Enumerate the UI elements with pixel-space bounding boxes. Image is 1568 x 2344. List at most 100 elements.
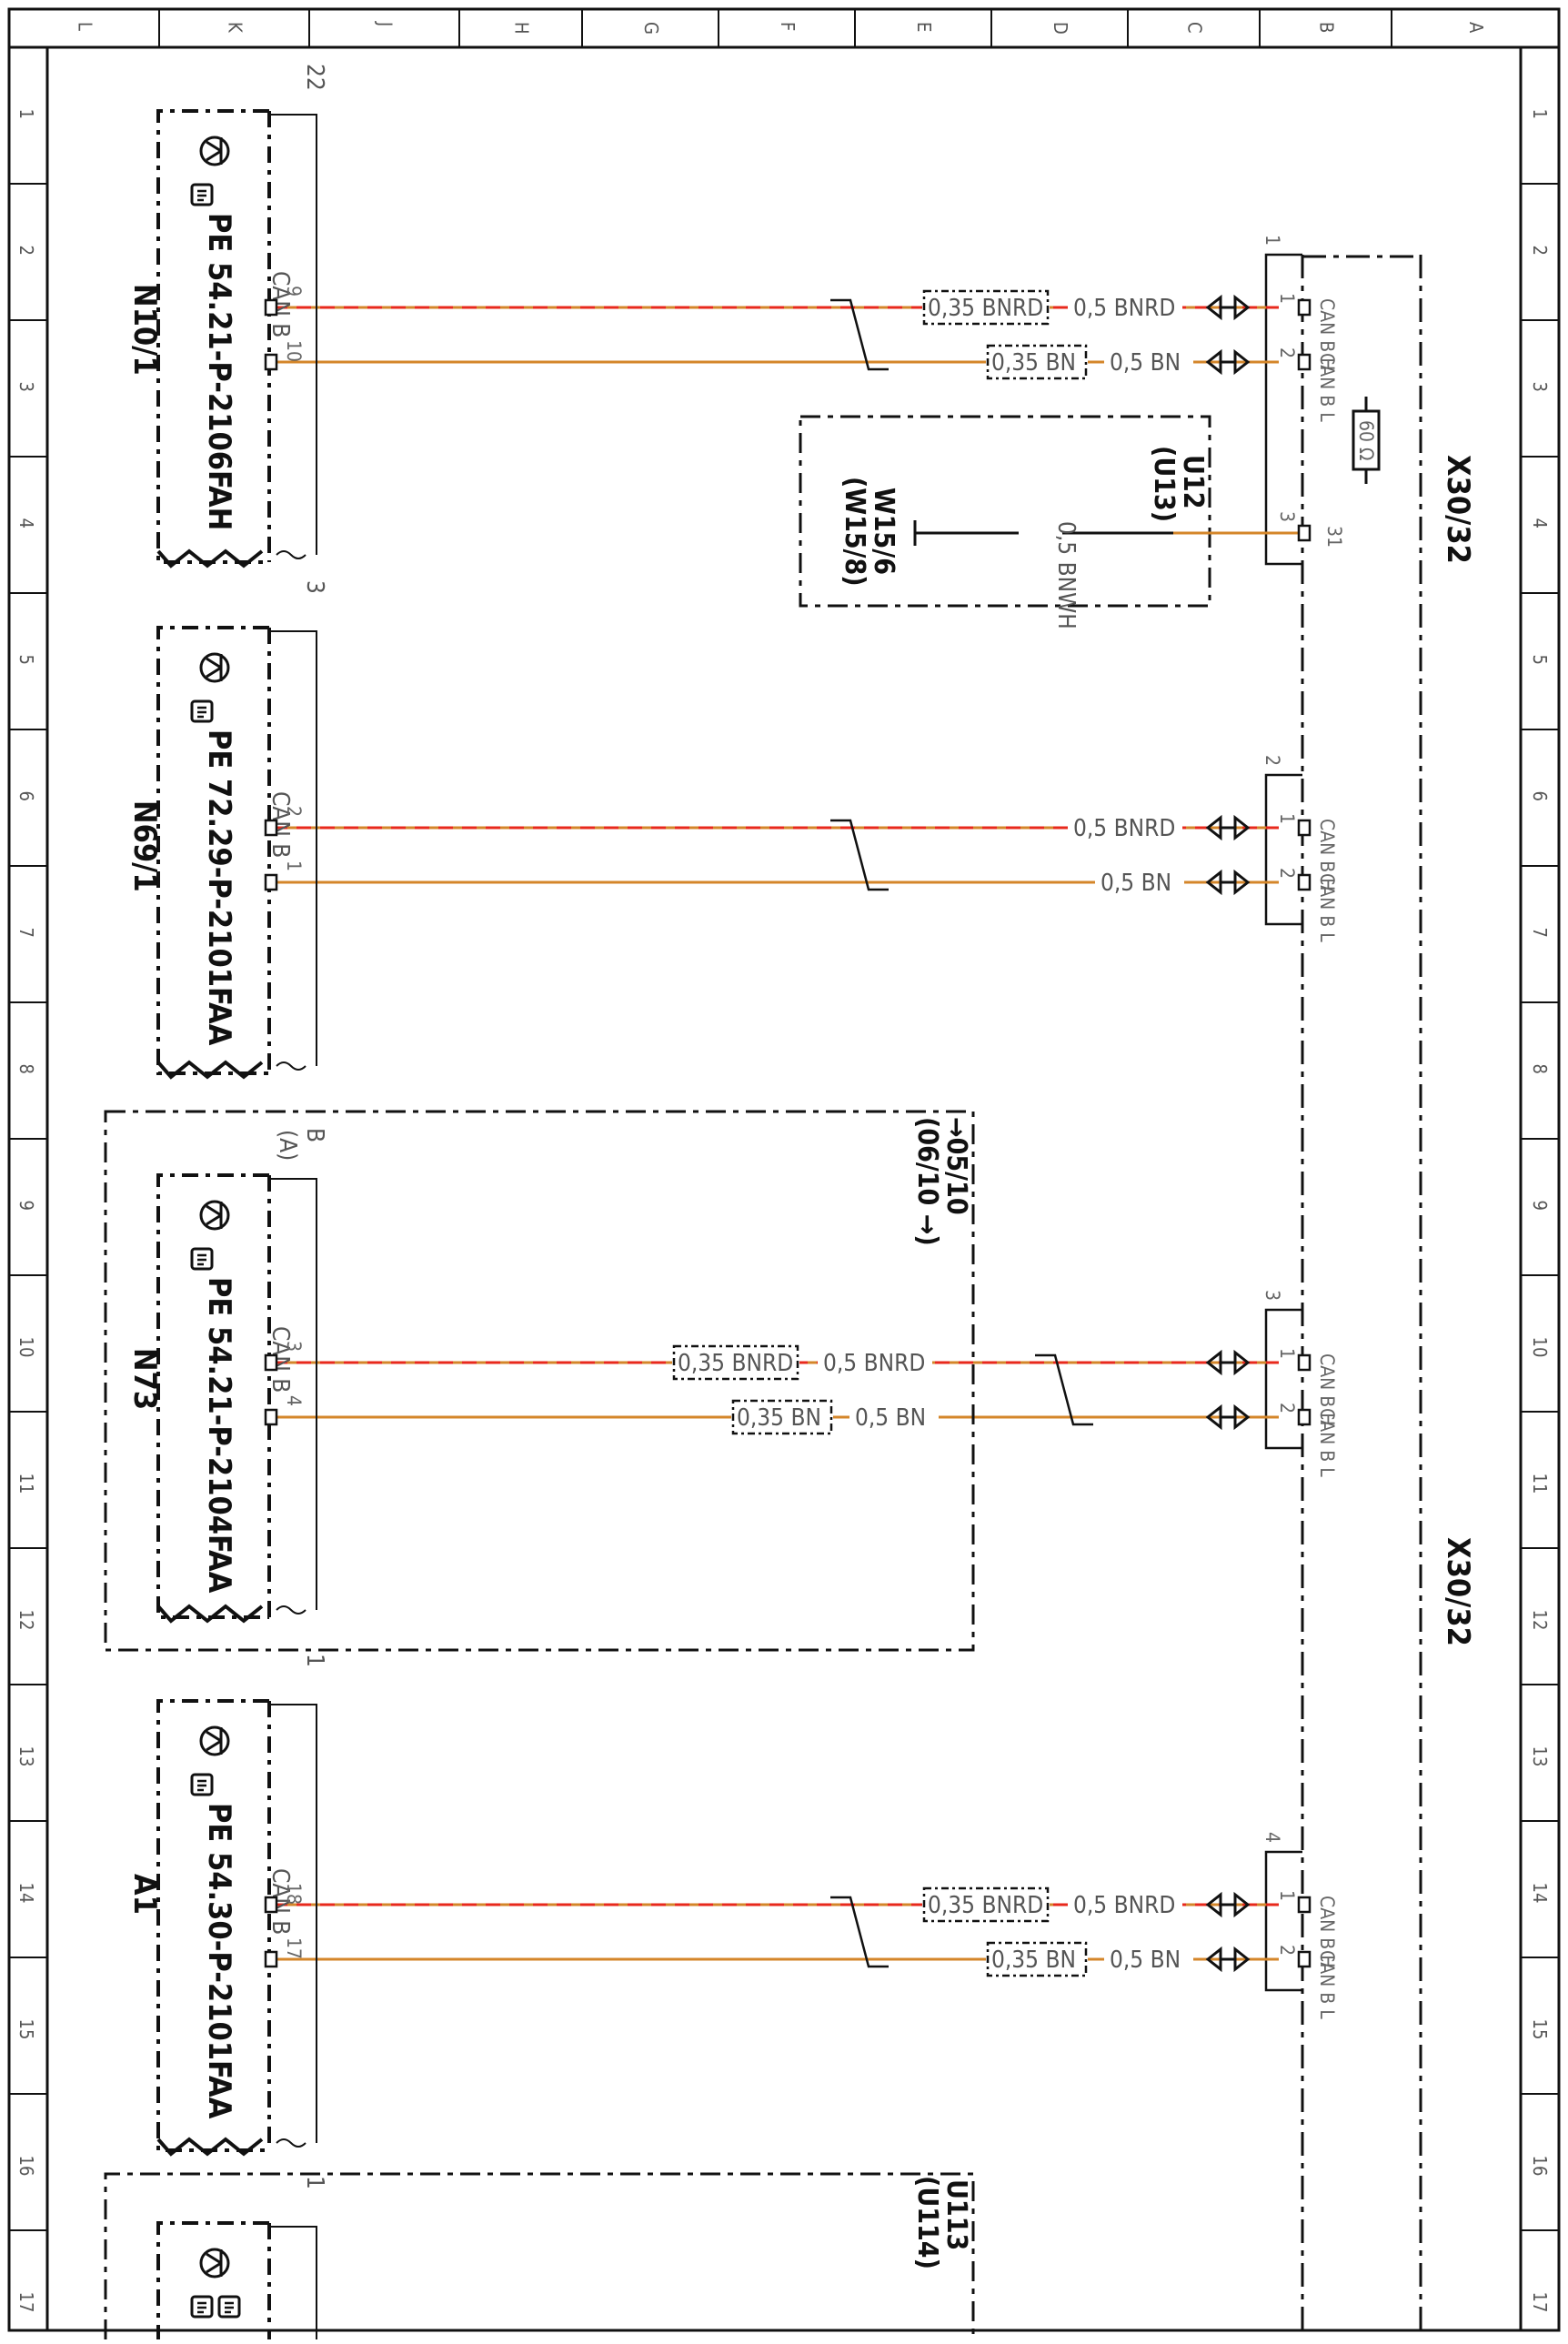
grid-row-label-left: 9 [15,1201,37,1211]
module-pin [264,819,278,837]
connector-pin-label: CAN B H [1316,819,1338,890]
connector-pin [1297,1896,1312,1914]
grid-row-label-left: 13 [15,1746,37,1767]
grid-row-label-right: 10 [1529,1337,1551,1358]
connector-pin [1297,819,1312,837]
module-name: A1 [126,1874,163,1915]
connector-pin [1297,353,1312,371]
module-pin [264,1896,278,1914]
module-pin-number: 9 [283,286,305,297]
connector-pin [1297,1408,1312,1426]
module-reference: PE 72.29-P-2101FAA [201,729,237,1046]
grid-column-label: J [375,21,397,26]
grid-row-label-left: 16 [15,2156,37,2177]
grid-row-label-right: 15 [1529,2019,1551,2040]
grid-column-label: E [913,22,935,32]
module-pin-number: 1 [283,860,305,871]
grid-row-label-left: 6 [15,791,37,801]
grid-row-label-right: 9 [1529,1201,1551,1211]
twisted-pair-mark [830,298,889,371]
module-pin [264,1353,278,1372]
grid-column-label: G [640,22,662,35]
ground-box: U12 (U13) W15/6 (W15/8) [799,415,1211,608]
grid-row-label-left: 17 [15,2292,37,2313]
module-pin-number: 4 [283,1395,305,1406]
ground-pin-terminal [1297,524,1312,542]
wire-label-small-low: 0,35 BN [991,349,1076,377]
module-pin-number: 3 [283,1341,305,1352]
grid-row-label-left: 1 [15,109,37,119]
grid-row-label-left: 14 [15,1883,37,1904]
pin-group-number: 4 [1261,1832,1283,1843]
pin-group-number: 2 [1261,755,1283,766]
wire-label-high: 0,5 BNRD [1073,1892,1175,1919]
grid-row-label-right: 16 [1529,2156,1551,2177]
twisted-pair-mark [1035,1353,1093,1426]
can-bus-wires: 0,35 BNRD 0,35 BN 0,5 BNRD 0,5 BN 0,5 BNRD 0,… [273,289,1279,1977]
bottom-box: U113 (U114) [104,2172,975,2339]
connector-pin-label: CAN B H [1316,1353,1338,1425]
grid-row-label-left: 2 [15,246,37,256]
connector-name: X30/32 [1440,455,1476,564]
connector-pin-number: 1 [1276,813,1298,824]
wire-label-small-high: 0,35 BNRD [678,1350,793,1377]
grid-column-label: L [75,22,96,31]
ground-pin-label: 31 [1323,526,1345,548]
ground-pin-num: 3 [1276,511,1298,522]
grid-row-label-right: 3 [1529,382,1551,392]
resistor-value: 60 Ω [1355,420,1377,460]
wire-label-low: 0,5 BN [1101,870,1171,897]
grid-column-label: H [511,22,533,35]
connector-pin [1297,1353,1312,1372]
grid-row-label-right: 2 [1529,246,1551,256]
reference-icon [190,699,214,723]
grid-column-label: A [1465,22,1487,34]
bottom-line1: U113 [940,2179,972,2250]
variant-line1: →05/10 [940,1117,972,1215]
wire-label-low: 0,5 BN [855,1404,926,1432]
grid-row-label-right: 17 [1529,2292,1551,2313]
module-pin-number: 17 [283,1937,305,1959]
module-pin [264,1950,278,1968]
module-reference: PE 54.21-P-2104FAA [201,1277,237,1594]
module-pin-number: 2 [283,806,305,817]
pin-group-number: 3 [1261,1290,1283,1301]
connector-pin-label: CAN B L [1316,873,1338,942]
connector-pin [1297,1950,1312,1968]
module-index: 3 [301,580,328,594]
connector-pin-label: CAN B H [1316,1896,1338,1967]
ground-box-line1: U12 [1177,455,1209,508]
module-pin [264,298,278,317]
variant-box: →05/10 (06/10 →) [104,1110,975,1652]
twisted-pair-mark [830,1896,889,1968]
outer-frame [7,7,1561,2332]
connector-pin-label: CAN B H [1316,298,1338,370]
module-name: N69/1 [126,800,163,892]
ground-ref-1: W15/6 [868,488,900,575]
grid-column-label: C [1184,22,1206,34]
grid-row-label-left: 10 [15,1337,37,1358]
wire-label-low: 0,5 BN [1110,1947,1181,1974]
grid-row-label-right: 12 [1529,1610,1551,1631]
grid-column-label: F [777,22,799,31]
module-reference: PE 54.21-P-2106FAH [201,213,237,530]
reference-icon [217,2295,241,2319]
module-index: 1 [301,1654,328,1667]
module-pin-number: 10 [283,340,305,362]
control-module: 1 [156,2176,328,2339]
grid-row-label-left: 8 [15,1064,37,1074]
module-name: N10/1 [126,284,163,376]
connector-pin-number: 1 [1276,1348,1298,1359]
wire-label-high: 0,5 BNRD [1073,295,1175,322]
grid-row-label-right: 11 [1529,1474,1551,1494]
connector-pin-label: CAN B L [1316,1408,1338,1477]
transistor-icon [199,1725,230,1756]
